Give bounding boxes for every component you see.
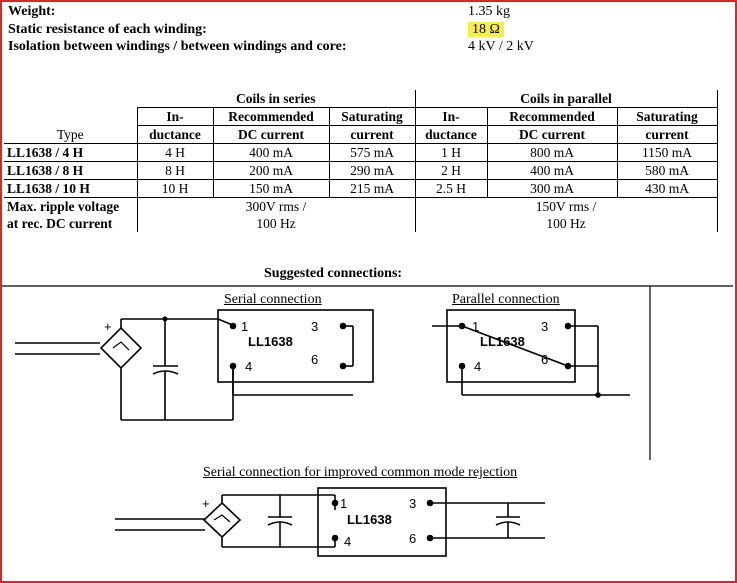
table-header-2: Type ductance DC current current ductanc… [4, 125, 718, 144]
coil-table: Coils in series Coils in parallel In- Re… [4, 90, 718, 232]
plus-label: + [104, 319, 112, 334]
ripple-parallel-2: 100 Hz [546, 216, 586, 231]
col-rec-1p: Recommended [486, 107, 618, 126]
table-row: LL1638 / 4 H 4 H 400 mA 575 mA 1 H 800 m… [4, 143, 718, 162]
pin3-serial: 3 [311, 319, 318, 334]
ripple-label-2: at rec. DC current [7, 216, 113, 231]
resistance-value: 18 Ω [468, 22, 504, 37]
pin4-parallel: 4 [474, 359, 481, 374]
plus-label-2: + [202, 496, 210, 511]
pin3-cmr: 3 [409, 496, 416, 511]
cell: 215 mA [328, 179, 416, 198]
cell: 580 mA [616, 161, 718, 180]
col-ind-1p: In- [414, 107, 488, 126]
serial-connection-title: Serial connection [224, 292, 322, 307]
pin1-serial: 1 [241, 319, 248, 334]
isolation-label: Isolation between windings / between win… [8, 39, 347, 54]
pin6-cmr: 6 [409, 531, 416, 546]
col-sat-1p: Saturating [616, 107, 718, 126]
cell: 300 mA [486, 179, 618, 198]
row-type: LL1638 / 10 H [4, 179, 138, 198]
ll1638-cmr-box [317, 487, 447, 557]
weight-value: 1.35 kg [468, 4, 510, 19]
pin4-serial: 4 [245, 359, 252, 374]
col-rec-2: DC current [212, 125, 330, 144]
row-type: LL1638 / 4 H [4, 143, 138, 162]
ll1638-serial-box [217, 309, 374, 383]
part-parallel: LL1638 [480, 334, 525, 349]
col-ind-1: In- [136, 107, 214, 126]
table-header-1: In- Recommended Saturating In- Recommend… [4, 107, 718, 126]
col-sat-1: Saturating [328, 107, 416, 126]
ripple-series-1: 300V rms / [245, 199, 307, 214]
pin3-parallel: 3 [541, 319, 548, 334]
resistance-value-wrap: 18 Ω [468, 22, 504, 38]
col-sat-2: current [328, 125, 416, 144]
part-cmr: LL1638 [347, 512, 392, 527]
cell: 2.5 H [414, 179, 488, 198]
table-row: LL1638 / 10 H 10 H 150 mA 215 mA 2.5 H 3… [4, 179, 718, 198]
part-serial: LL1638 [248, 334, 293, 349]
connections-title: Suggested connections: [264, 266, 403, 281]
resistance-label: Static resistance of each winding: [8, 22, 207, 37]
cell: 400 mA [486, 161, 618, 180]
cell: 8 H [136, 161, 214, 180]
pin6-serial: 6 [311, 352, 318, 367]
ll1638-parallel-box [446, 309, 576, 383]
weight-label: Weight: [8, 4, 56, 19]
col-rec-1: Recommended [212, 107, 330, 126]
ripple-label-1: Max. ripple voltage [7, 199, 120, 214]
cmr-connection-title: Serial connection for improved common mo… [203, 465, 518, 480]
rectifier-diode-bridge-icon [99, 326, 143, 370]
table-row: LL1638 / 8 H 8 H 200 mA 290 mA 2 H 400 m… [4, 161, 718, 180]
pin1-parallel: 1 [472, 319, 479, 334]
ripple-series-2: 100 Hz [256, 216, 296, 231]
parallel-connection-title: Parallel connection [452, 292, 560, 307]
isolation-value: 4 kV / 2 kV [468, 39, 534, 54]
col-sat-2p: current [616, 125, 718, 144]
pin6-parallel: 6 [541, 352, 548, 367]
col-ind-2p: ductance [414, 125, 488, 144]
cell: 430 mA [616, 179, 718, 198]
table-row-ripple: Max. ripple voltage at rec. DC current 3… [4, 197, 718, 232]
col-rec-2p: DC current [486, 125, 618, 144]
pin4-cmr: 4 [344, 534, 351, 549]
ripple-parallel-1: 150V rms / [535, 199, 597, 214]
pin1-cmr: 1 [340, 496, 347, 511]
